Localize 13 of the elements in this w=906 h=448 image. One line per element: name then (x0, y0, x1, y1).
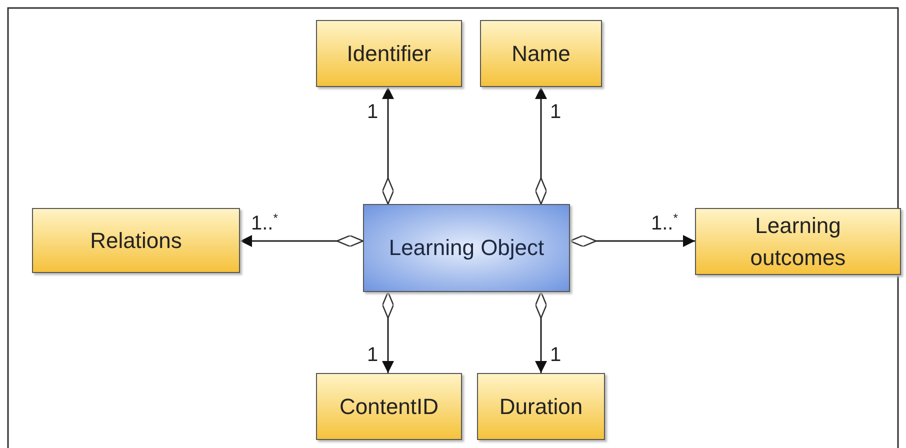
attribute-box: Relations (32, 208, 240, 273)
aggregation-arrow (382, 291, 394, 373)
aggregation-arrow (534, 291, 548, 373)
attribute-box: ContentID (316, 373, 462, 440)
class-box: Learning Object (363, 204, 570, 292)
attribute-box: Duration (477, 373, 605, 440)
attribute-box: Name (480, 20, 602, 87)
aggregation-arrow (534, 87, 548, 205)
aggregation-arrow (382, 87, 394, 205)
aggregation-arrow (569, 234, 695, 248)
attribute-box: Identifier (316, 20, 462, 87)
aggregation-arrow (240, 234, 364, 248)
attribute-box: Learning outcomes (695, 208, 901, 275)
